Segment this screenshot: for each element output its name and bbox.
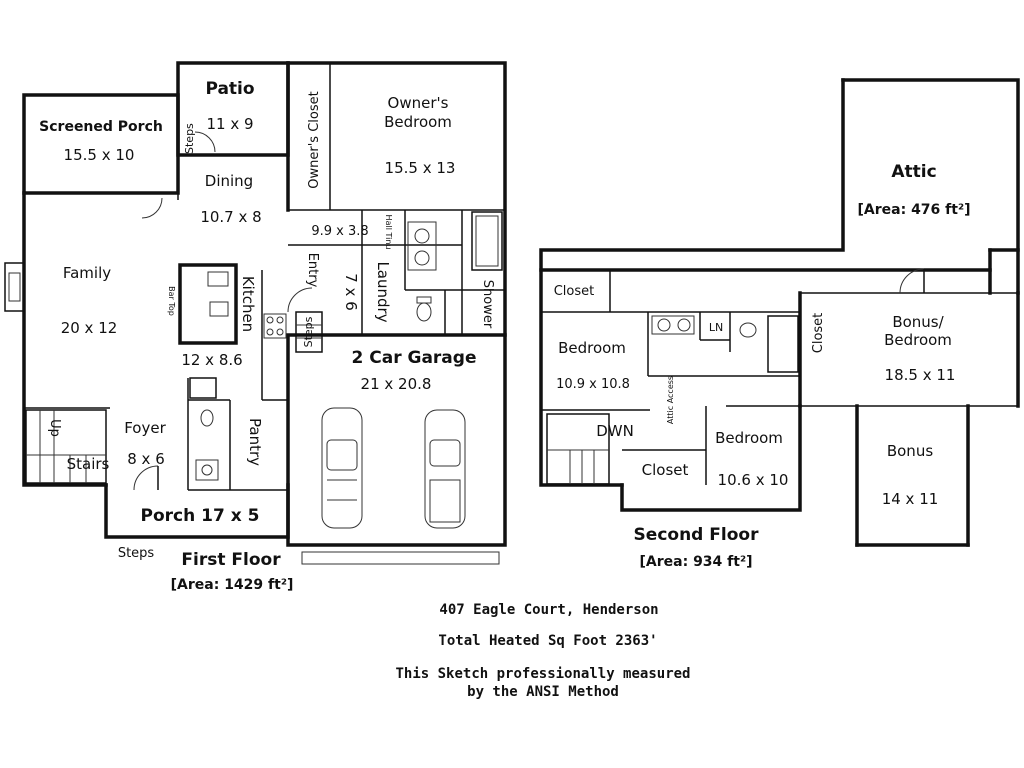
pantry-label: Pantry [246,418,264,466]
stairs-label: Stairs [67,455,110,473]
closet-left-label: Closet [554,284,595,299]
bonus-bedroom-label-2: Bedroom [884,331,952,349]
owners-closet-label: Owner's Closet [307,91,322,188]
screened-porch-outline [22,93,180,195]
patio-steps-label: Steps [183,123,196,154]
method-note-2: by the ANSI Method [467,684,619,700]
stairs-first [25,409,107,484]
shower-label: Shower [480,280,495,329]
up-label: Up [47,419,62,437]
attic-outline [841,78,1020,295]
closet-lower-label: Closet [642,461,689,479]
car-right [424,409,466,529]
porch-label: Porch 17 x 5 [141,506,260,526]
hall-size: 9.9 x 3.8 [311,224,368,239]
attic-label: Attic [891,162,936,182]
second-floor-plan [539,78,1020,547]
ln-label: LN [709,321,723,334]
attic-access-label: Attic Access [666,376,675,424]
kitchen-island [178,263,238,345]
second-floor-area: [Area: 934 ft²] [640,554,753,570]
owners-bedroom-label-2: Bedroom [384,113,452,131]
dining-size: 10.7 x 8 [200,208,261,226]
foyer-label: Foyer [124,419,166,437]
kitchen-size: 12 x 8.6 [181,351,242,369]
laundry-size: 7 x 6 [342,273,360,311]
garage-label: 2 Car Garage [352,348,477,368]
entry-label: Entry [305,253,320,288]
main-left-wall [22,191,108,487]
owners-suite-outline [286,61,507,337]
second-floor-labels: Attic [Area: 476 ft²] Closet Bedroom 10.… [554,162,971,570]
first-floor-labels: Screened Porch 15.5 x 10 Patio 11 x 9 St… [39,79,495,593]
kitchen-label: Kitchen [239,276,257,332]
shower-tub [471,211,503,271]
bar-top-label: Bar Top [167,286,176,316]
garage-size: 21 x 20.8 [361,375,432,393]
car-left [321,407,363,529]
method-note-1: This Sketch professionally measured [395,666,690,682]
footer-notes: 407 Eagle Court, Henderson Total Heated … [395,602,690,700]
dwn-label: DWN [596,422,634,440]
hall-tiny-label: Hall Tinu [384,215,393,250]
patio-label: Patio [205,79,254,99]
attic-area: [Area: 476 ft²] [858,202,971,218]
second-floor-left-wall [539,78,845,487]
bedroom-left-label: Bedroom [558,339,626,357]
family-size: 20 x 12 [61,319,118,337]
screened-porch-size: 15.5 x 10 [64,146,135,164]
foyer-size: 8 x 6 [127,450,165,468]
stove [263,313,287,339]
total-sqft-note: Total Heated Sq Foot 2363' [438,633,657,649]
second-floor-title: Second Floor [634,525,760,545]
porch-outline [104,483,290,539]
address-note: 407 Eagle Court, Henderson [439,602,658,618]
bonus-label: Bonus [887,442,933,460]
bedroom-right-label: Bedroom [715,429,783,447]
tub-second [767,315,799,373]
fireplace [4,262,25,312]
bonus-size: 14 x 11 [882,490,939,508]
patio-size: 11 x 9 [206,115,253,133]
bedroom-left-size: 10.9 x 10.8 [556,377,630,392]
front-steps-label: Steps [118,546,155,561]
bedroom-right-size: 10.6 x 10 [718,471,789,489]
stairs-second [546,413,610,485]
owners-bedroom-size: 15.5 x 13 [385,159,456,177]
screened-porch-label: Screened Porch [39,119,163,135]
bonus-bedroom-label-1: Bonus/ [892,313,944,331]
laundry-label: Laundry [374,261,392,322]
closet-mid-label: Closet [811,313,826,354]
first-floor-plan [4,61,507,565]
first-floor-title: First Floor [181,550,281,570]
dining-label: Dining [205,172,253,190]
family-label: Family [63,264,111,282]
first-floor-area: [Area: 1429 ft²] [171,577,294,593]
owners-bedroom-label-1: Owner's [388,94,449,112]
bonus-bedroom-size: 18.5 x 11 [885,366,956,384]
garage-outline [286,333,507,547]
garage-steps-label: Steps [302,316,315,347]
